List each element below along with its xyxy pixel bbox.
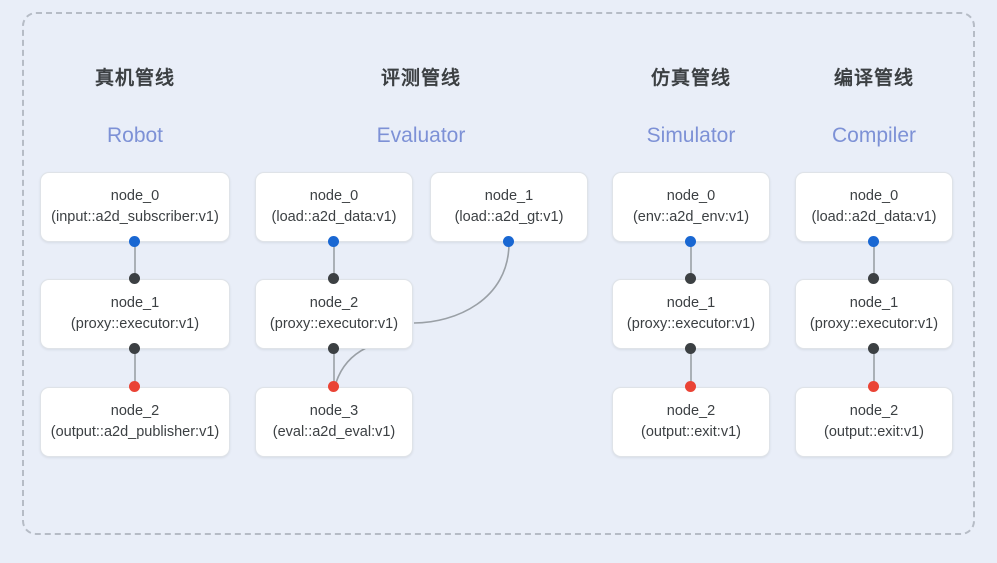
node-type: (eval::a2d_eval:v1) (272, 424, 396, 440)
node-type: (load::a2d_gt:v1) (454, 209, 564, 225)
column-subtitle-simulator: Simulator (646, 124, 736, 147)
node-card-compiler-1[interactable]: node_1 (proxy::executor:v1) (795, 279, 953, 349)
node-card-robot-0[interactable]: node_0 (input::a2d_subscriber:v1) (40, 172, 230, 242)
column-title-compiler: 编译管线 (833, 68, 914, 89)
port-in-simulator-2[interactable] (685, 381, 696, 392)
node-card-evaluator-3[interactable]: node_3 (eval::a2d_eval:v1) (255, 387, 413, 457)
node-name: node_0 (666, 188, 716, 205)
node-card-robot-1[interactable]: node_1 (proxy::executor:v1) (40, 279, 230, 349)
node-card-compiler-2[interactable]: node_2 (output::exit:v1) (795, 387, 953, 457)
node-type: (proxy::executor:v1) (70, 316, 200, 332)
port-out-simulator-0[interactable] (685, 236, 696, 247)
column-subtitle-robot: Robot (106, 124, 164, 147)
column-title-evaluator: 评测管线 (380, 68, 461, 89)
port-in-simulator-1[interactable] (685, 273, 696, 284)
port-out-simulator-1[interactable] (685, 343, 696, 354)
node-name: node_1 (110, 295, 160, 312)
node-type: (output::a2d_publisher:v1) (50, 424, 220, 440)
node-type: (load::a2d_data:v1) (271, 209, 397, 225)
node-type: (env::a2d_env:v1) (632, 209, 750, 225)
port-in-evaluator-3[interactable] (328, 381, 339, 392)
node-card-simulator-2[interactable]: node_2 (output::exit:v1) (612, 387, 770, 457)
node-type: (proxy::executor:v1) (626, 316, 756, 332)
column-title-simulator: 仿真管线 (650, 68, 731, 89)
node-name: node_0 (110, 188, 160, 205)
node-card-evaluator-2[interactable]: node_2 (proxy::executor:v1) (255, 279, 413, 349)
node-type: (output::exit:v1) (824, 424, 924, 440)
node-type: (output::exit:v1) (641, 424, 741, 440)
port-in-evaluator-2[interactable] (328, 273, 339, 284)
port-in-robot-2[interactable] (129, 381, 140, 392)
port-out-compiler-1[interactable] (868, 343, 879, 354)
node-name: node_1 (666, 295, 716, 312)
column-title-robot: 真机管线 (94, 68, 175, 89)
port-in-compiler-1[interactable] (868, 273, 879, 284)
node-card-simulator-0[interactable]: node_0 (env::a2d_env:v1) (612, 172, 770, 242)
node-card-evaluator-0[interactable]: node_0 (load::a2d_data:v1) (255, 172, 413, 242)
node-name: node_2 (666, 403, 716, 420)
node-name: node_1 (484, 188, 534, 205)
port-out-evaluator-0[interactable] (328, 236, 339, 247)
node-card-robot-2[interactable]: node_2 (output::a2d_publisher:v1) (40, 387, 230, 457)
port-out-evaluator-2[interactable] (328, 343, 339, 354)
node-type: (proxy::executor:v1) (809, 316, 939, 332)
column-subtitle-evaluator: Evaluator (376, 124, 466, 147)
node-type: (input::a2d_subscriber:v1) (51, 209, 219, 225)
port-out-robot-1[interactable] (129, 343, 140, 354)
port-out-evaluator-gt[interactable] (503, 236, 514, 247)
node-type: (load::a2d_data:v1) (811, 209, 937, 225)
node-name: node_2 (110, 403, 160, 420)
node-card-simulator-1[interactable]: node_1 (proxy::executor:v1) (612, 279, 770, 349)
node-name: node_3 (309, 403, 359, 420)
node-name: node_0 (849, 188, 899, 205)
node-name: node_2 (849, 403, 899, 420)
port-out-robot-0[interactable] (129, 236, 140, 247)
node-card-compiler-0[interactable]: node_0 (load::a2d_data:v1) (795, 172, 953, 242)
port-in-robot-1[interactable] (129, 273, 140, 284)
node-card-evaluator-gt[interactable]: node_1 (load::a2d_gt:v1) (430, 172, 588, 242)
node-type: (proxy::executor:v1) (269, 316, 399, 332)
column-subtitle-compiler: Compiler (831, 124, 917, 147)
node-name: node_2 (309, 295, 359, 312)
port-out-compiler-0[interactable] (868, 236, 879, 247)
node-name: node_1 (849, 295, 899, 312)
node-name: node_0 (309, 188, 359, 205)
port-in-compiler-2[interactable] (868, 381, 879, 392)
